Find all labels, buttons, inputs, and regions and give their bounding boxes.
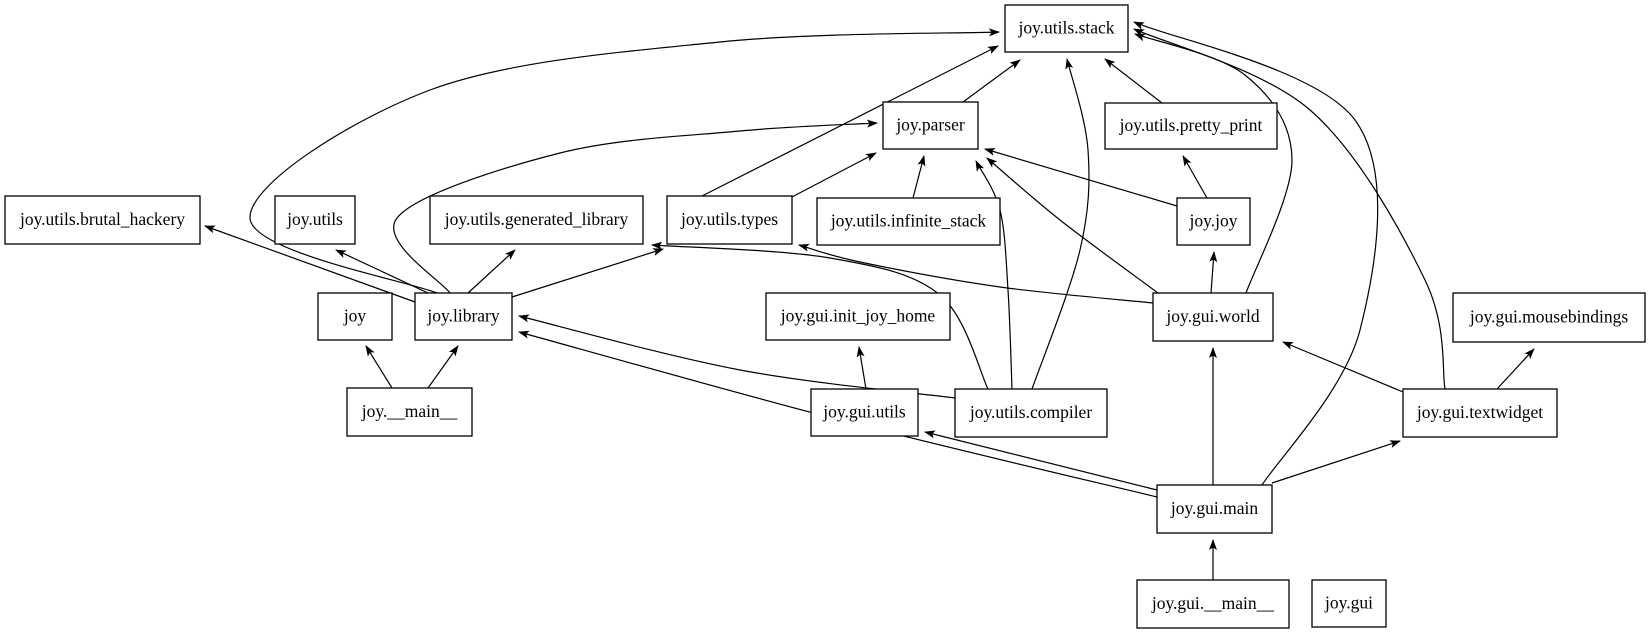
node-label-parser: joy.parser bbox=[895, 115, 965, 135]
edge-world-to-parser bbox=[986, 157, 1159, 294]
node-box-init_joy_home bbox=[765, 292, 951, 341]
edge-joyjoy-to-parser bbox=[984, 148, 1178, 207]
node-box-gui_utils bbox=[810, 388, 919, 437]
node-box-joy_main bbox=[346, 387, 473, 437]
edge-library-to-stack bbox=[249, 28, 1000, 294]
node-box-joyjoy bbox=[1176, 197, 1251, 246]
node-box-pretty_print bbox=[1104, 102, 1278, 150]
node-label-init_joy_home: joy.gui.init_joy_home bbox=[780, 306, 936, 326]
node-label-joy: joy bbox=[343, 306, 367, 326]
node-gui_main: joy.gui.main bbox=[1156, 484, 1273, 534]
node-generated_library: joy.utils.generated_library bbox=[429, 195, 644, 245]
node-box-library bbox=[414, 292, 513, 341]
node-label-world: joy.gui.world bbox=[1165, 306, 1259, 326]
edge-world-to-types bbox=[798, 243, 1154, 304]
node-box-textwidget bbox=[1402, 388, 1558, 438]
node-types: joy.utils.types bbox=[666, 195, 793, 245]
node-label-stack: joy.utils.stack bbox=[1017, 18, 1114, 38]
node-box-world bbox=[1152, 292, 1274, 342]
node-joy_main: joy.__main__ bbox=[346, 387, 473, 437]
edge-types-to-parser bbox=[789, 152, 877, 199]
edge-types-to-stack bbox=[701, 45, 999, 197]
edge-textwidget-to-mousebindings bbox=[1496, 348, 1535, 390]
node-pretty_print: joy.utils.pretty_print bbox=[1104, 102, 1278, 150]
node-box-gui bbox=[1311, 579, 1387, 628]
node-box-gui_main_main bbox=[1136, 579, 1290, 629]
node-init_joy_home: joy.gui.init_joy_home bbox=[765, 292, 951, 341]
edge-joy_main-to-joy bbox=[365, 345, 393, 389]
node-joyjoy: joy.joy bbox=[1176, 197, 1251, 246]
node-box-joy bbox=[317, 292, 393, 341]
node-joy: joy bbox=[317, 292, 393, 341]
node-box-brutal_hackery bbox=[4, 195, 201, 245]
node-box-utils bbox=[274, 195, 356, 245]
node-label-utils: joy.utils bbox=[286, 209, 343, 229]
node-label-compiler: joy.utils.compiler bbox=[969, 402, 1092, 422]
edge-gui_main-to-gui_utils bbox=[924, 430, 1158, 491]
node-label-gui: joy.gui bbox=[1324, 593, 1373, 613]
node-textwidget: joy.gui.textwidget bbox=[1402, 388, 1558, 438]
edge-pretty_print-to-stack bbox=[1104, 58, 1163, 104]
node-box-stack bbox=[1004, 4, 1129, 53]
edges-layer bbox=[204, 21, 1535, 580]
node-gui: joy.gui bbox=[1311, 579, 1387, 628]
edge-world-to-joyjoy bbox=[1209, 251, 1218, 294]
node-label-textwidget: joy.gui.textwidget bbox=[1416, 402, 1543, 422]
node-label-joyjoy: joy.joy bbox=[1189, 211, 1238, 231]
edge-gui_main-to-textwidget bbox=[1271, 440, 1401, 484]
edge-compiler-to-generated_library bbox=[651, 241, 989, 390]
node-label-brutal_hackery: joy.utils.brutal_hackery bbox=[19, 209, 185, 229]
node-label-types: joy.utils.types bbox=[680, 209, 778, 229]
node-box-infinite_stack bbox=[816, 197, 1001, 246]
node-mousebindings: joy.gui.mousebindings bbox=[1452, 292, 1646, 343]
node-compiler: joy.utils.compiler bbox=[954, 388, 1108, 438]
node-box-generated_library bbox=[429, 195, 644, 245]
node-box-compiler bbox=[954, 388, 1108, 438]
edge-joy_main-to-library bbox=[427, 345, 459, 389]
edge-library-to-types bbox=[511, 248, 664, 298]
edge-library-to-generated_library bbox=[467, 249, 516, 294]
node-label-library: joy.library bbox=[426, 306, 499, 326]
node-gui_utils: joy.gui.utils bbox=[810, 388, 919, 437]
edge-compiler-to-stack bbox=[1031, 58, 1090, 390]
edge-joyjoy-to-pretty_print bbox=[1182, 155, 1208, 199]
edge-textwidget-to-stack bbox=[1133, 28, 1446, 390]
node-label-joy_main: joy.__main__ bbox=[361, 401, 458, 421]
node-label-pretty_print: joy.utils.pretty_print bbox=[1119, 115, 1263, 135]
node-brutal_hackery: joy.utils.brutal_hackery bbox=[4, 195, 201, 245]
node-label-mousebindings: joy.gui.mousebindings bbox=[1469, 307, 1629, 327]
edge-parser-to-stack bbox=[962, 59, 1021, 103]
node-stack: joy.utils.stack bbox=[1004, 4, 1129, 53]
node-box-mousebindings bbox=[1452, 292, 1646, 343]
node-infinite_stack: joy.utils.infinite_stack bbox=[816, 197, 1001, 246]
node-label-gui_main_main: joy.gui.__main__ bbox=[1151, 593, 1275, 613]
node-utils: joy.utils bbox=[274, 195, 356, 245]
node-parser: joy.parser bbox=[882, 101, 979, 150]
edge-gui_main-to-stack bbox=[1133, 21, 1379, 486]
edge-gui_utils-to-init_joy_home bbox=[856, 346, 867, 390]
node-label-infinite_stack: joy.utils.infinite_stack bbox=[830, 211, 987, 231]
node-box-gui_main bbox=[1156, 484, 1273, 534]
node-library: joy.library bbox=[414, 292, 513, 341]
node-label-generated_library: joy.utils.generated_library bbox=[444, 209, 629, 229]
nodes-layer: joy.utils.stack joy.parser joy.utils.prett… bbox=[4, 4, 1646, 629]
node-box-types bbox=[666, 195, 793, 245]
node-gui_main_main: joy.gui.__main__ bbox=[1136, 579, 1290, 629]
edge-library-to-brutal_hackery bbox=[204, 225, 416, 303]
node-label-gui_main: joy.gui.main bbox=[1170, 498, 1259, 518]
edge-textwidget-to-world bbox=[1282, 341, 1404, 393]
node-box-parser bbox=[882, 101, 979, 150]
node-label-gui_utils: joy.gui.utils bbox=[822, 402, 906, 422]
node-world: joy.gui.world bbox=[1152, 292, 1274, 342]
edge-compiler-to-parser bbox=[975, 160, 1013, 390]
edge-library-to-parser bbox=[393, 119, 878, 294]
edge-infinite_stack-to-parser bbox=[912, 155, 926, 199]
